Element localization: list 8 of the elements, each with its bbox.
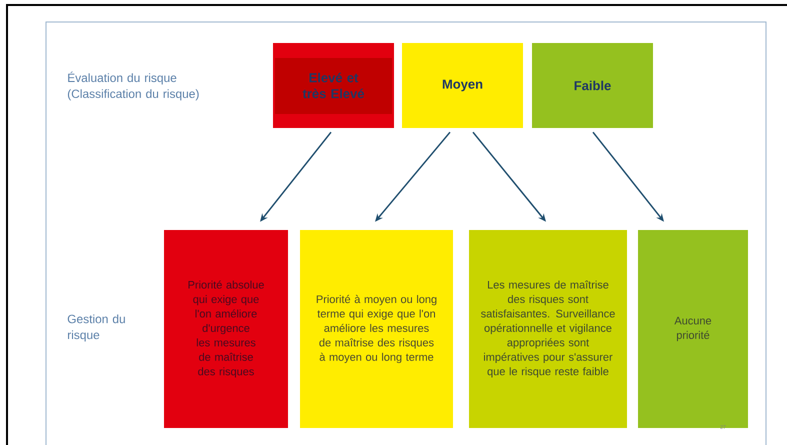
risk-box: Priorité absolue qui exige que l'on améliore d'urgence les mesures de maîtrise des risques [164,230,288,428]
risk-box: Les mesures de maîtrise des risques sont satisfaisantes. Surveillance opérationnelle et vigilance appropriées sont impératives pour s'assurer que le risque reste faible [469,230,627,428]
row-label: Gestion du risque [68,314,125,342]
risk-box: Priorité à moyen ou long terme qui exige que l'on améliore les mesures de maîtrise des risques à moyen ou long terme [300,230,453,428]
risk-box: Elevé et très Elevé [273,43,394,128]
risk-box: Faible [532,43,653,128]
row-label: Évaluation du risque (Classification du risque) [68,72,199,100]
risk-box: Moyen [402,43,523,128]
